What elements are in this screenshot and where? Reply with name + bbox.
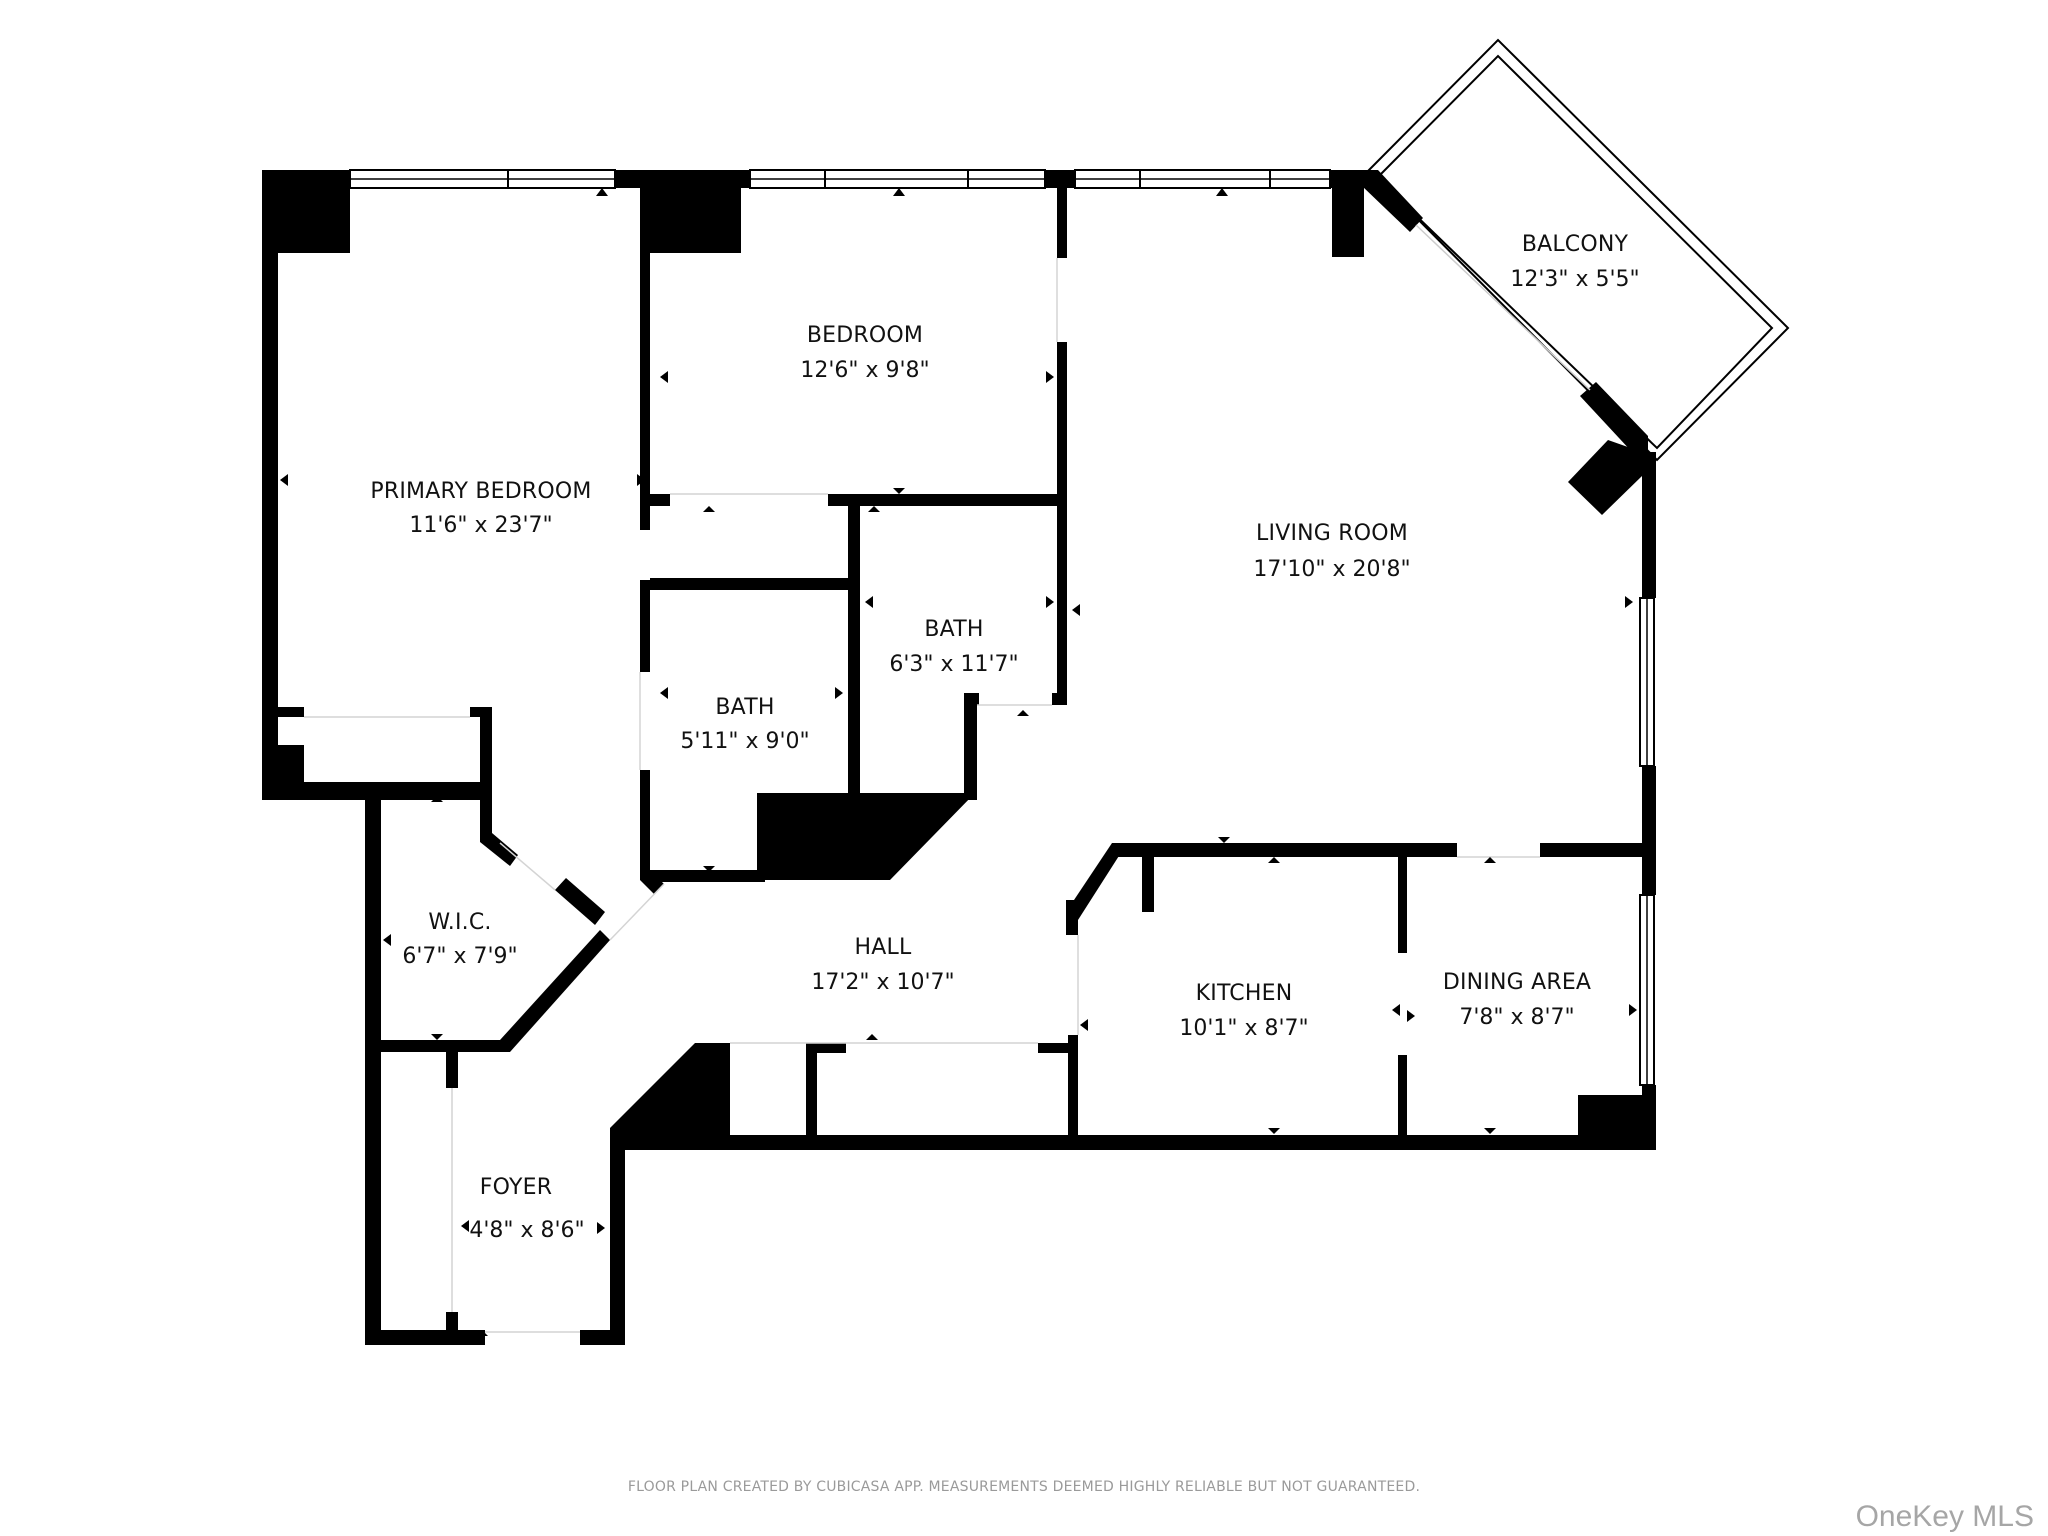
room-name: LIVING ROOM	[1256, 521, 1408, 546]
room-name: W.I.C.	[428, 910, 491, 935]
room-living-room: LIVING ROOM 17'10" x 20'8"	[1253, 521, 1410, 582]
room-bath-2: BATH 6'3" x 11'7"	[889, 617, 1018, 677]
room-name: KITCHEN	[1196, 981, 1293, 1006]
room-balcony: BALCONY 12'3" x 5'5"	[1510, 232, 1639, 292]
room-hall: HALL 17'2" x 10'7"	[811, 935, 954, 995]
room-foyer: FOYER 4'8" x 8'6"	[469, 1175, 584, 1243]
room-dimensions: 12'3" x 5'5"	[1510, 267, 1639, 292]
room-bedroom: BEDROOM 12'6" x 9'8"	[800, 323, 929, 383]
room-dimensions: 5'11" x 9'0"	[680, 729, 809, 754]
balcony-outline	[1362, 38, 1790, 515]
room-dimensions: 11'6" x 23'7"	[409, 513, 552, 538]
room-dimensions: 10'1" x 8'7"	[1179, 1016, 1308, 1041]
room-name: HALL	[855, 935, 912, 960]
room-dimensions: 7'8" x 8'7"	[1459, 1005, 1574, 1030]
room-dimensions: 6'7" x 7'9"	[402, 944, 517, 969]
room-dimensions: 17'2" x 10'7"	[811, 970, 954, 995]
dimension-markers	[280, 188, 1637, 1336]
brand-watermark: OneKey MLS	[1855, 1500, 2034, 1533]
room-name: DINING AREA	[1443, 970, 1591, 995]
room-name: FOYER	[480, 1175, 552, 1200]
room-name: BALCONY	[1522, 232, 1629, 257]
room-dimensions: 6'3" x 11'7"	[889, 652, 1018, 677]
room-dining-area: DINING AREA 7'8" x 8'7"	[1443, 970, 1591, 1030]
walls	[262, 170, 1656, 1345]
room-dimensions: 4'8" x 8'6"	[469, 1218, 584, 1243]
room-name: BATH	[715, 695, 774, 720]
openings	[304, 258, 1540, 1333]
room-name: BATH	[924, 617, 983, 642]
room-wic: W.I.C. 6'7" x 7'9"	[402, 910, 517, 969]
room-bath-1: BATH 5'11" x 9'0"	[680, 695, 809, 754]
room-dimensions: 17'10" x 20'8"	[1253, 557, 1410, 582]
disclaimer-text: FLOOR PLAN CREATED BY CUBICASA APP. MEAS…	[627, 1479, 1421, 1495]
room-dimensions: 12'6" x 9'8"	[800, 358, 929, 383]
room-primary-bedroom: PRIMARY BEDROOM 11'6" x 23'7"	[370, 479, 591, 538]
room-kitchen: KITCHEN 10'1" x 8'7"	[1179, 981, 1308, 1041]
room-name: BEDROOM	[807, 323, 923, 348]
windows	[349, 169, 1655, 1086]
room-name: PRIMARY BEDROOM	[370, 479, 591, 504]
